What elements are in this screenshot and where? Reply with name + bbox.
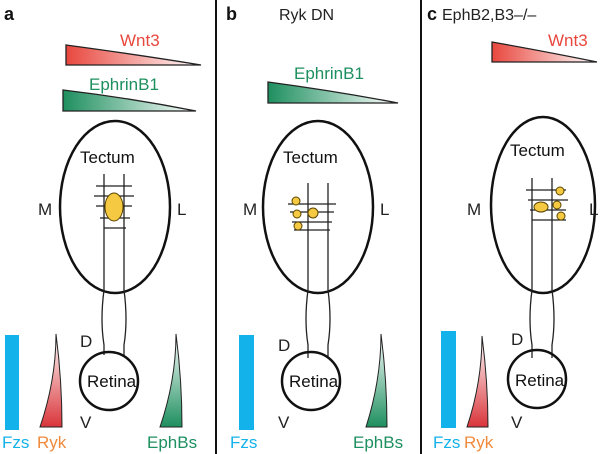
tectum-outline [489,115,597,295]
ryk-gradient-wedge [39,333,63,428]
retina-outline [506,348,568,410]
lateral-label: L [380,200,389,219]
ephrinb1-gradient-wedge [267,81,399,104]
medial-label: M [243,200,257,219]
axon-tract-left [305,183,309,358]
ephrinb1-label: EphrinB1 [89,75,159,94]
termination-zone [555,186,565,196]
panel-b: b Ryk DN EphrinB1 Tectum M L Retina D V … [226,4,403,452]
ryk-label: Ryk [464,433,494,452]
axon-tract-right [123,174,127,355]
retina-outline [78,350,140,412]
fzs-label: Fzs [230,433,257,452]
tectum-label: Tectum [80,148,135,167]
fzs-bar [5,335,19,430]
condition-label: EphB2,B3–/– [442,7,536,24]
ephbs-gradient-wedge [365,333,388,428]
termination-zone [533,201,549,213]
ephbs-gradient-wedge [159,333,183,428]
termination-zone [291,196,301,206]
wnt3-label: Wnt3 [120,31,160,50]
wnt3-label: Wnt3 [548,31,588,50]
dorsal-label: D [80,332,92,351]
fzs-label: Fzs [433,433,460,452]
axon-tract-left [101,174,105,355]
lateral-label: L [177,200,186,219]
ventral-label: V [80,413,92,432]
condition-label: Ryk DN [279,7,334,24]
panel-c: c EphB2,B3–/– Wnt3 Tectum M L Retina D V… [427,4,598,452]
termination-zone [552,200,562,210]
axon-tract-right [551,178,555,358]
retina-outline [280,350,342,412]
panel-a: a Wnt3 EphrinB1 Tectum M L Retina D V Fz… [2,4,202,452]
dorsal-label: D [511,330,523,349]
ventral-label: V [278,413,290,432]
fzs-bar [239,335,254,430]
ephrinb1-gradient-wedge [62,89,197,112]
ryk-gradient-wedge [466,335,489,428]
retina-label: Retina [87,372,137,391]
medial-label: M [467,200,481,219]
axon-tract-right [327,183,331,358]
termination-zone [307,207,319,219]
tectum-outline [58,119,172,295]
termination-zone [292,209,302,219]
lateral-label: L [589,200,598,219]
retina-label: Retina [289,372,339,391]
termination-zone [104,192,124,222]
axon-tract-left [529,178,533,358]
panel-letter: a [4,4,15,24]
panel-letter: c [427,4,437,24]
tectum-label: Tectum [283,148,338,167]
axon-branches [526,189,568,221]
ephrinb1-label: EphrinB1 [294,64,364,83]
termination-zone [293,221,303,231]
wnt3-gradient-wedge [65,44,202,66]
ventral-label: V [511,413,523,432]
medial-label: M [38,200,52,219]
retina-label: Retina [515,371,565,390]
tectum-label: Tectum [510,141,565,160]
fzs-label: Fzs [2,433,29,452]
fzs-bar [441,331,456,428]
tectum-outline [261,119,375,295]
wnt3-gradient-wedge [491,41,598,63]
ephbs-label: EphBs [147,433,197,452]
panel-letter: b [226,4,237,24]
ephbs-label: EphBs [353,433,403,452]
ryk-label: Ryk [37,433,67,452]
dorsal-label: D [278,336,290,355]
termination-zone [556,211,566,221]
